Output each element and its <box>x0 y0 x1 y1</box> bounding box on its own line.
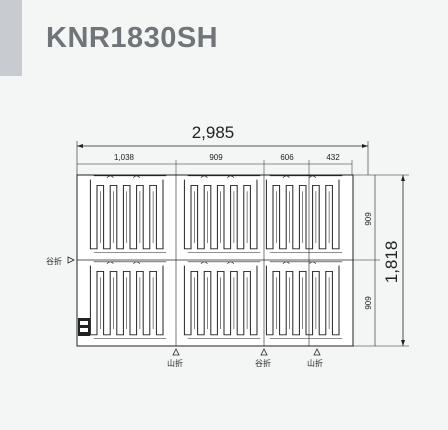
segment-dimension-line: 1,038 909 606 432 <box>77 153 353 175</box>
left-fold-marker: 谷折 <box>46 256 75 266</box>
bottom-fold-label-1: 山折 <box>167 358 183 368</box>
panel-outline <box>76 174 354 347</box>
total-height-dimension: 1,818 <box>353 174 409 347</box>
power-connector <box>78 318 90 336</box>
segment-label-2: 909 <box>209 153 223 162</box>
row-height-dimension: 909 909 <box>353 175 380 346</box>
segment-label-3: 606 <box>280 153 294 162</box>
total-height-label: 1,818 <box>382 241 401 284</box>
left-fold-label: 谷折 <box>46 256 62 266</box>
row-height-upper-label: 909 <box>364 212 373 226</box>
sidebar-accent-strip <box>0 0 22 76</box>
total-width-label: 2,985 <box>192 123 235 142</box>
product-title: KNR1830SH <box>46 22 219 54</box>
segment-label-1: 1,038 <box>114 153 135 162</box>
total-width-dimension: 2,985 <box>76 123 369 175</box>
row-height-lower-label: 909 <box>364 296 373 310</box>
bottom-fold-label-2: 谷折 <box>255 358 271 368</box>
fold-lines <box>175 175 310 346</box>
bottom-fold-markers: 山折 谷折 山折 <box>167 348 323 368</box>
segment-label-4: 432 <box>326 153 340 162</box>
bottom-fold-label-3: 山折 <box>307 358 323 368</box>
